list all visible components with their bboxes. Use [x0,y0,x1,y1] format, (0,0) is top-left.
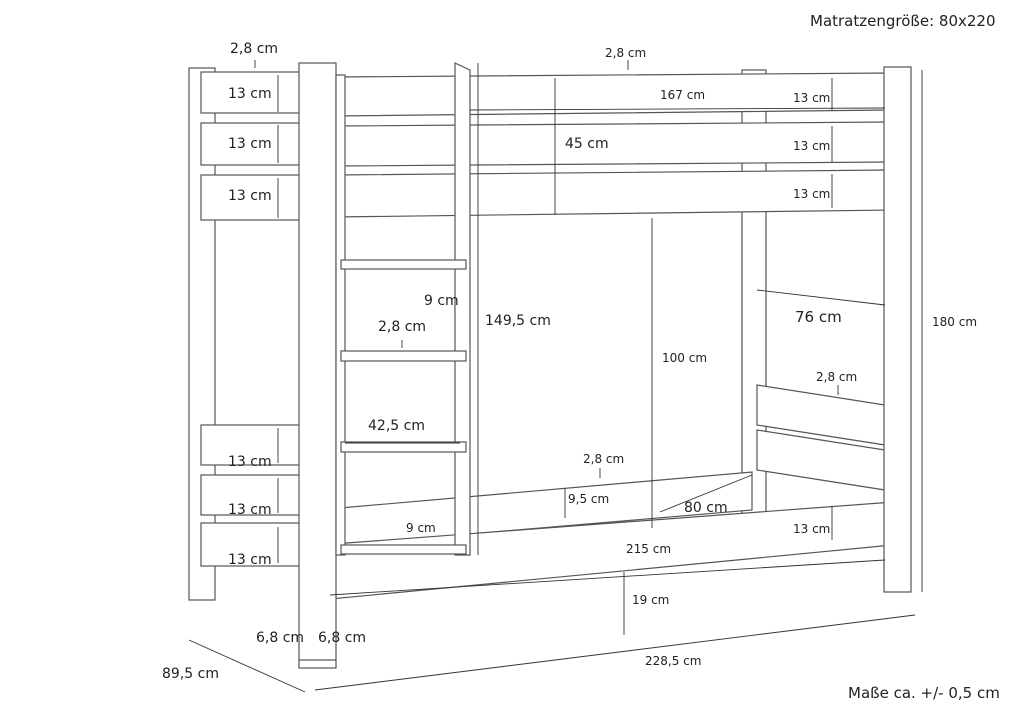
dim-label: 228,5 cm [645,654,701,668]
lower-end-rail-2 [200,474,302,516]
dim-label: 100 cm [662,351,707,365]
dim-label: 76 cm [795,308,842,326]
dim-label: 167 cm [660,88,705,102]
mattress-size-title: Matratzengröße: 80x220 [810,12,996,30]
dim-label: 9 cm [406,521,436,535]
dim-label: 2,8 cm [583,452,624,466]
ladder-rung-4 [340,544,467,555]
dim-label: 9 cm [424,293,459,309]
dim-label: 42,5 cm [368,418,425,434]
dimension-lines [188,60,923,693]
dim-label: 149,5 cm [485,313,551,329]
ladder-rung-1 [340,259,467,270]
dim-label: 13 cm [228,188,272,204]
dim-label: 9,5 cm [568,492,609,506]
dim-label: 2,8 cm [816,370,857,384]
dim-label: 2,8 cm [230,41,278,57]
ladder-left-rail [335,74,346,556]
dim-label: 215 cm [626,542,671,556]
ladder-rung-3 [340,441,467,453]
dim-label: 6,8 cm [318,630,366,646]
front-left-post [298,62,337,669]
dim-label: 13 cm [793,91,830,105]
dim-label: 13 cm [228,552,272,568]
dim-label: 13 cm [793,522,830,536]
front-right-post [883,66,912,593]
tolerance-note: Maße ca. +/- 0,5 cm [848,684,1000,702]
dim-label: 180 cm [932,315,977,329]
ladder-right-rail [454,62,471,556]
dim-label: 13 cm [793,139,830,153]
dim-label: 19 cm [632,593,669,607]
dim-label: 2,8 cm [378,319,426,335]
dim-label: 80 cm [684,500,728,516]
lower-end-rail-1 [200,424,302,466]
dim-label: 13 cm [228,86,272,102]
dim-label: 13 cm [228,502,272,518]
dim-label: 13 cm [228,454,272,470]
dim-label: 6,8 cm [256,630,304,646]
dim-label: 13 cm [793,187,830,201]
dim-label: 89,5 cm [162,666,219,682]
lower-end-rail-3 [200,522,302,567]
dim-label: 45 cm [565,136,609,152]
dim-label: 13 cm [228,136,272,152]
dim-label: 2,8 cm [605,46,646,60]
ladder-rung-2 [340,350,467,362]
